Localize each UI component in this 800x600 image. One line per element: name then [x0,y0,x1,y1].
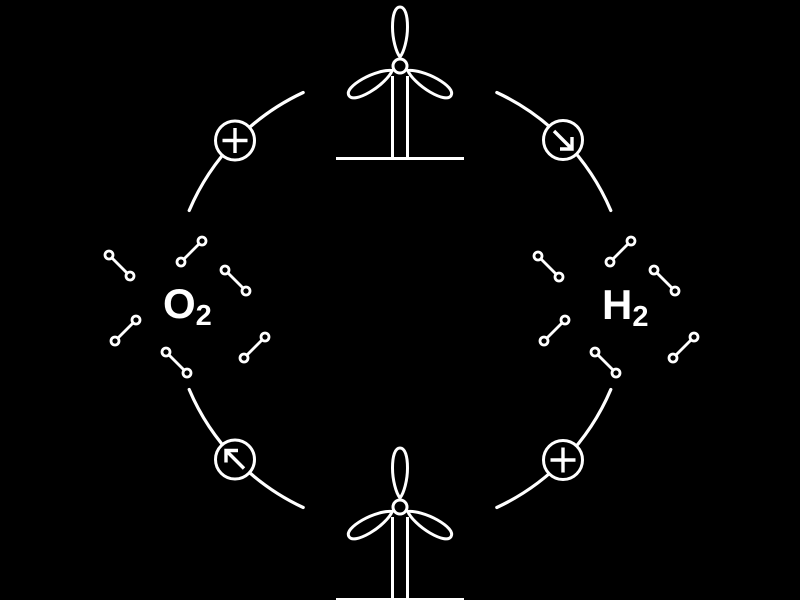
connector-bottom-right [542,439,584,481]
h2-molecule [667,331,700,364]
h2-molecule [648,264,681,297]
o2-molecule [109,314,142,347]
o2-molecule [219,264,252,297]
h2-molecule [538,314,571,347]
wind-turbine-bottom [334,446,466,600]
h2-subscript: 2 [632,301,648,333]
o2-molecule [160,346,193,379]
h2-molecule [589,346,622,379]
wind-turbine-top [334,5,466,160]
arrow-up-left-icon [224,448,246,470]
h2-molecule [532,250,565,283]
h2-label: H2 [602,281,648,333]
h2-molecule [604,235,637,268]
o2-molecule-cluster: O2 [103,235,271,379]
arrow-down-right-icon [552,129,574,151]
o2-label: O2 [163,280,212,332]
o2-molecule [175,235,208,268]
o2-molecule [238,331,271,364]
plus-icon [222,128,248,153]
connector-bottom-left [214,438,256,481]
h2-symbol: H [602,281,632,328]
o2-subscript: 2 [196,300,212,332]
o2-molecule [103,249,136,282]
o2-symbol: O [163,280,196,327]
connector-top-left [214,119,256,162]
h2-molecule-cluster: H2 [532,235,700,379]
plus-icon [550,447,576,473]
connector-top-right [542,119,584,161]
